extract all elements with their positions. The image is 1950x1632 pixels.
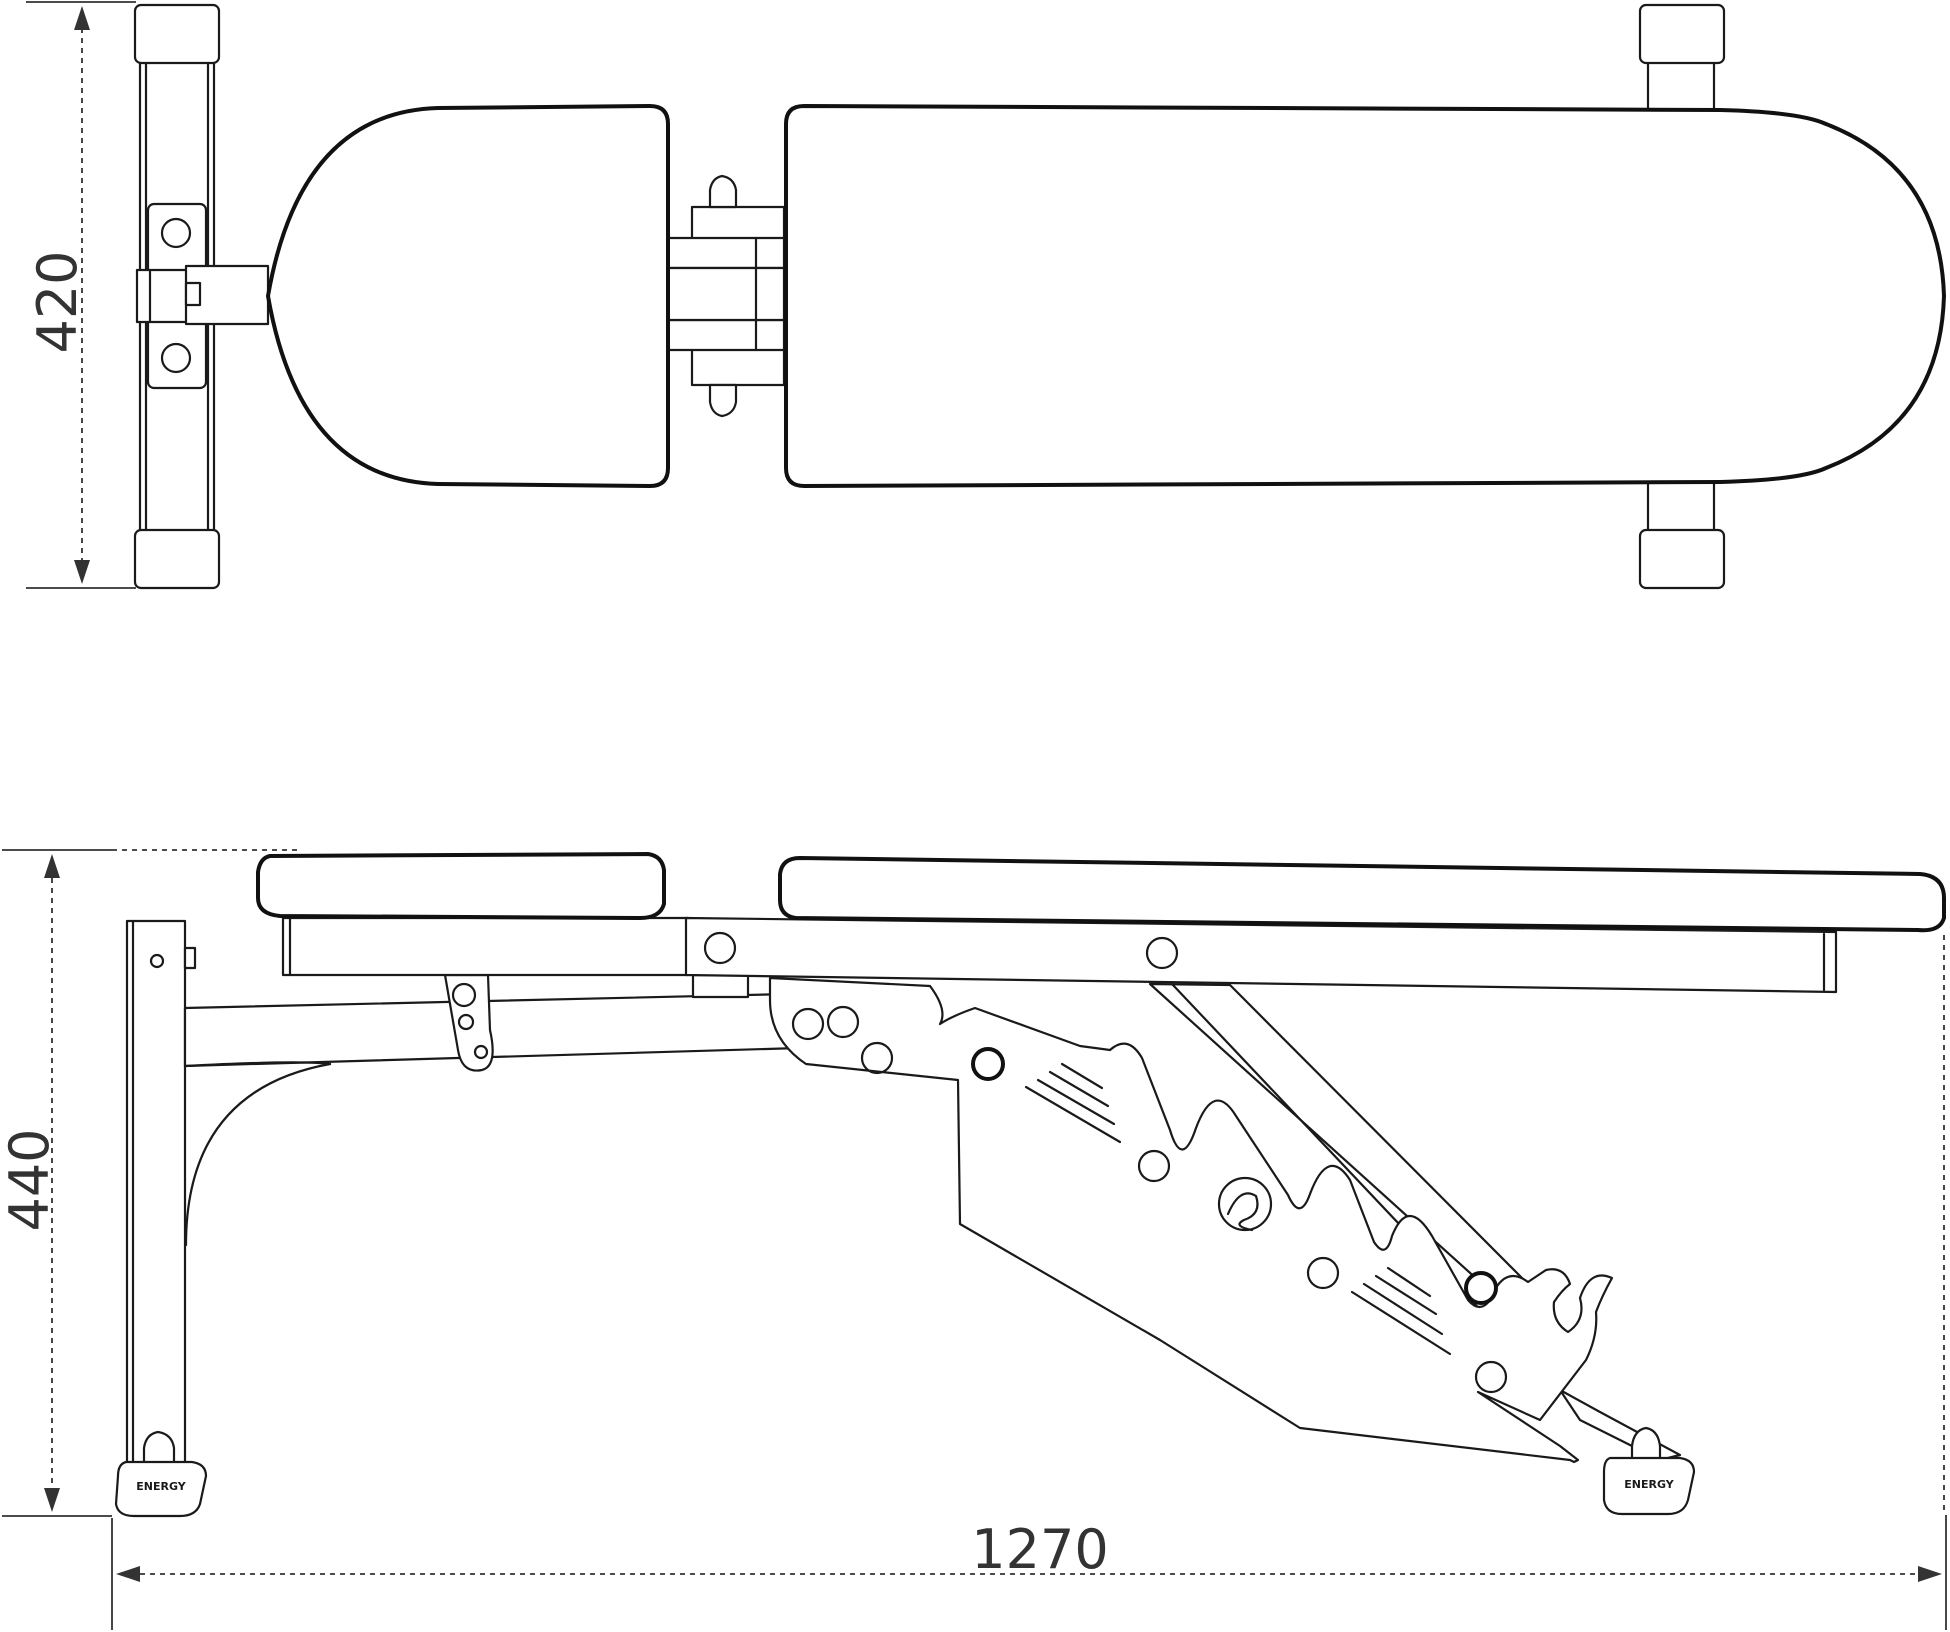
front-foot-brand: ENERGY: [136, 1480, 186, 1493]
side-view: ENERGY: [114, 852, 1946, 1518]
top-width-dimension: 420: [26, 1, 136, 589]
rear-foot: ENERGY: [1602, 1426, 1696, 1516]
top-hinge: [666, 174, 786, 418]
top-right-crossbar: [1638, 3, 1726, 590]
front-foot: ENERGY: [114, 1460, 208, 1518]
length-dimension-label: 1270: [971, 1518, 1108, 1581]
top-seat-pad: [266, 104, 670, 488]
main-frame-tube: [183, 992, 802, 1247]
adjustment-ladder: [768, 976, 1614, 1464]
side-back-pad: [778, 856, 1946, 933]
rear-foot-brand: ENERGY: [1624, 1478, 1674, 1491]
side-length-dimension: 1270: [111, 935, 1947, 1630]
side-height-dimension: 440: [0, 849, 300, 1517]
seat-bracket: [443, 973, 494, 1072]
front-leg: [125, 919, 197, 1465]
height-dimension-label: 440: [0, 1128, 61, 1231]
back-rail: [684, 916, 1838, 994]
side-seat-pad: [256, 852, 666, 920]
top-view: [133, 3, 1946, 590]
width-dimension-label: 420: [26, 250, 89, 353]
top-back-pad: [784, 104, 1946, 488]
top-left-crossbar: [133, 3, 270, 590]
seat-rail: [281, 916, 750, 999]
logo-icon: [1217, 1176, 1273, 1232]
